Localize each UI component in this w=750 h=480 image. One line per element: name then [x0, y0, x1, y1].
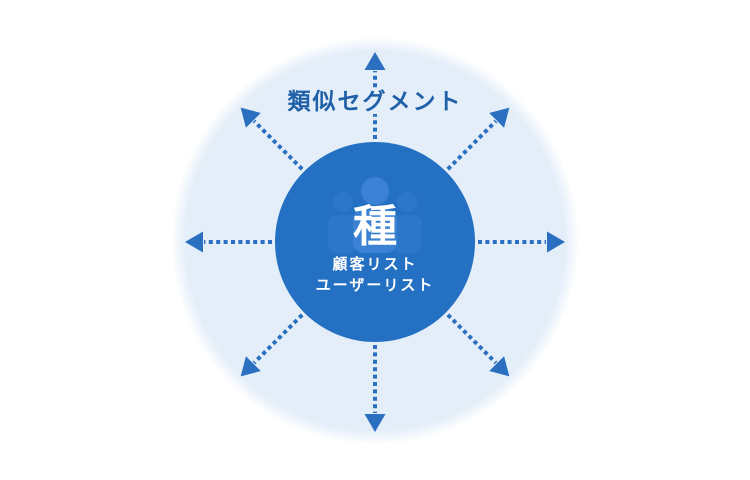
seed-character: 種	[353, 202, 397, 251]
radiating-arrow	[446, 313, 510, 377]
similar-segment-label: 類似セグメント	[282, 88, 468, 114]
radiating-arrow	[185, 231, 272, 253]
radiating-arrow	[240, 313, 304, 377]
seed-circle: 種 顧客リスト ユーザーリスト	[275, 142, 475, 342]
seed-list-labels: 顧客リスト ユーザーリスト	[275, 254, 475, 296]
people-group-icon	[328, 177, 422, 253]
radiating-arrow	[478, 231, 565, 253]
radiating-arrow	[446, 107, 510, 171]
radiating-arrow	[364, 52, 386, 139]
user-list-label: ユーザーリスト	[315, 277, 435, 294]
radiating-arrow	[364, 345, 386, 432]
radiating-arrow	[240, 107, 304, 171]
customer-list-label: 顧客リスト	[332, 256, 418, 273]
